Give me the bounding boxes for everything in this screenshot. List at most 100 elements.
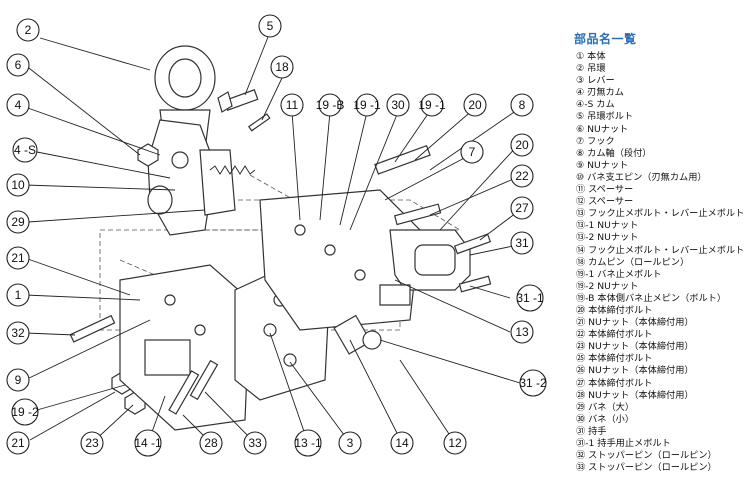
callout-20b: 20 [510,133,534,157]
svg-text:22: 22 [515,169,529,183]
handle-part [379,229,471,306]
parts-list-item: ⑪ スペーサー [576,184,634,196]
callout-2: 2 [16,18,40,42]
main-body-plate [119,264,251,431]
callout-7: 7 [460,140,484,164]
svg-text:19 -1: 19 -1 [353,98,381,112]
callout-11: 11 [280,93,304,117]
parts-list-item: ⑫ スペーサー [576,196,634,208]
parts-list-item: ㉒ 本体締付ボルト [576,329,653,341]
parts-list-item: ⑬-1 NUナット [576,220,639,232]
callout-18: 18 [270,55,294,79]
callout-31: 31 [510,231,534,255]
parts-list-item: ⑲-1 バネ止メボルト [576,268,662,280]
svg-text:30: 30 [391,98,405,112]
svg-text:19 -2: 19 -2 [11,405,39,419]
hanging-ring-part [154,45,216,151]
exploded-parts-diagram: 2 5 6 18 4 11 19 -B 19 -1 30 19 -1 20 8 … [6,14,547,457]
parts-list-item: ⑨ NUナット [576,159,629,171]
svg-text:19 -B: 19 -B [316,98,345,112]
cam-pin-part [248,113,271,132]
callout-20a: 20 [463,93,487,117]
svg-text:18: 18 [275,60,289,74]
callout-5: 5 [258,14,282,38]
callout-4-s: 4 -S [12,137,38,163]
parts-list-item: ④-S カム [576,99,615,111]
svg-text:21: 21 [11,436,25,450]
svg-text:13 -1: 13 -1 [294,436,322,450]
svg-text:7: 7 [469,145,476,159]
parts-list-item: ㉛ 持手 [576,425,607,437]
diagram-canvas: 2 5 6 18 4 11 19 -B 19 -1 30 19 -1 20 8 … [6,14,547,457]
svg-text:23: 23 [85,436,99,450]
parts-list-item: ㉗ 本体締付ボルト [576,377,653,389]
svg-text:14: 14 [395,436,409,450]
callout-33: 33 [243,431,267,455]
parts-list-item: ㉖ NUナット（本体締付用） [576,365,694,377]
callout-28: 28 [199,431,223,455]
callout-13: 13 [510,320,534,344]
svg-text:20: 20 [468,98,482,112]
parts-list-item: ⑥ NUナット [576,123,629,135]
svg-text:19 -1: 19 -1 [418,98,446,112]
svg-text:31 -2: 31 -2 [519,376,547,390]
svg-text:3: 3 [347,436,354,450]
callout-4: 4 [6,93,30,117]
callout-21b: 21 [6,431,30,455]
svg-text:5: 5 [267,19,274,33]
parts-list-item: ⑲-2 NUナット [576,280,639,292]
callout-6: 6 [6,53,30,77]
svg-text:33: 33 [248,436,262,450]
bolt-parts [69,144,492,415]
callout-10: 10 [6,173,30,197]
callout-22: 22 [510,164,534,188]
parts-list-item: ㉛-1 持手用止メボルト [576,438,671,449]
callout-30: 30 [386,93,410,117]
parts-list-item: ⑭ フック止メボルト・レバー止メボルト [576,244,745,256]
parts-list-item: ⑤ 吊環ボルト [576,111,634,123]
parts-list-item: ⑦ フック [576,135,615,147]
parts-list-item: ⑲-B 本体側バネ止メピン（ボルト） [576,292,727,304]
parts-list-item: ㉜ ストッパーピン（ロールピン） [576,450,717,462]
callout-8: 8 [510,93,534,117]
svg-text:14 -1: 14 -1 [134,436,162,450]
parts-list-item: ㉘ NUナット（本体締付用） [576,389,694,401]
parts-list-item: ⑩ バネ支エピン（刃無カム用） [576,171,707,183]
callout-29: 29 [6,210,30,234]
svg-text:20: 20 [515,138,529,152]
parts-list-item: ⑧ カム軸（段付） [576,147,652,159]
svg-text:13: 13 [515,325,529,339]
svg-text:8: 8 [519,98,526,112]
parts-list-item: ⑳ 本体締付ボルト [576,304,653,316]
parts-list-item: ⑬ フック止メボルト・レバー止メボルト [576,208,745,220]
svg-text:4 -S: 4 -S [14,143,36,157]
callout-9: 9 [6,368,30,392]
svg-text:11: 11 [286,98,299,112]
callout-19-1b: 19 -1 [418,93,446,117]
parts-list-item: ㉕ 本体締付ボルト [576,353,653,365]
svg-text:1: 1 [15,288,22,302]
callout-1: 1 [6,283,30,307]
cam-assembly-part [147,119,236,236]
callout-3: 3 [338,431,362,455]
svg-text:2: 2 [25,23,32,37]
svg-text:12: 12 [448,436,462,450]
parts-list-item: ㉙ バネ（大） [576,401,635,413]
parts-list-item: ⑬-2 NUナット [576,232,639,244]
parts-list-item: ② 吊環 [576,63,606,75]
svg-text:32: 32 [11,326,25,340]
parts-list-item: ㉝ ストッパーピン（ロールピン） [576,462,717,474]
callout-32: 32 [6,321,30,345]
spring-part [209,165,256,175]
parts-list-item: ① 本体 [576,51,606,62]
svg-text:31: 31 [515,236,529,250]
callout-19-b: 19 -B [316,93,345,117]
svg-text:27: 27 [515,201,529,215]
svg-text:31 -1: 31 -1 [516,291,544,305]
callout-19-2: 19 -2 [11,398,39,426]
callout-31-2: 31 -2 [519,369,547,397]
svg-text:6: 6 [15,58,22,72]
callout-21a: 21 [6,246,30,270]
eye-bolt-part [217,89,259,113]
